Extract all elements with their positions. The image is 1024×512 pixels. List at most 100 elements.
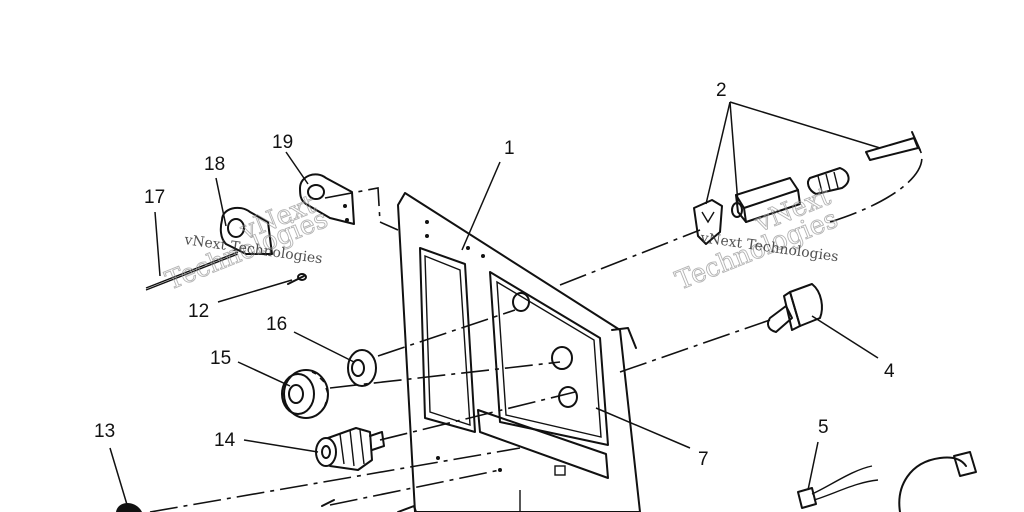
rod-line (145, 251, 239, 289)
leader-7 (595, 407, 691, 449)
panel-hole-middle (551, 346, 573, 370)
panel-cutout-right-inner (496, 280, 602, 438)
assembly-line-14 (379, 391, 576, 441)
panel-edge (397, 192, 406, 206)
nut-knurling (311, 371, 329, 417)
callout-18: 18 (204, 154, 225, 175)
harness-wire (811, 465, 873, 495)
callout-16: 16 (266, 314, 287, 335)
leader-14 (243, 439, 319, 453)
leader-18 (215, 177, 227, 227)
assembly-line-2b (829, 149, 923, 223)
bottom-screws (321, 499, 417, 512)
washer-part-16 (347, 349, 377, 387)
latch-housing-front (745, 189, 801, 223)
leader-2a (705, 101, 731, 205)
callout-15: 15 (210, 348, 231, 369)
bottom-screw-b (397, 505, 417, 512)
harness-plug (953, 451, 977, 477)
panel-rivet (466, 246, 470, 250)
assembly-lines (149, 149, 923, 512)
leader-13 (109, 447, 129, 509)
bottom-screw-a (321, 499, 335, 507)
leader-16 (293, 331, 355, 363)
panel-flange (611, 327, 637, 349)
latch-spring (807, 167, 850, 195)
leader-12 (217, 279, 293, 303)
panel-part-1 (397, 192, 641, 512)
fitting-terminal (369, 431, 385, 451)
bracket-plate (299, 173, 355, 225)
clamp-body (219, 206, 273, 255)
assembly-line-16 (377, 309, 516, 357)
knob-top (116, 503, 142, 512)
switch-body (789, 283, 823, 327)
panel-rivet (425, 234, 429, 238)
watermark-right: vNext Technologies vNext Technologies (671, 181, 843, 297)
callout-7: 7 (698, 449, 709, 470)
leader-2b (729, 101, 739, 205)
latch-pin-head (911, 131, 921, 151)
bracket-hole (307, 184, 325, 200)
fitting-part-14 (315, 427, 385, 471)
switch-bushing (783, 291, 801, 331)
leader-17 (154, 211, 161, 277)
latch-spring-coils (817, 171, 839, 193)
leader-2c (729, 101, 881, 149)
screw-shaft (287, 275, 305, 285)
callout-14: 14 (214, 430, 236, 451)
callout-2: 2 (716, 80, 727, 101)
harness-wire (813, 479, 879, 501)
callout-labels: 1 2 4 5 7 12 13 14 15 16 17 18 19 (94, 80, 895, 470)
bracket-rivet (345, 218, 349, 222)
rod-line (145, 253, 239, 291)
clamp-hole (227, 218, 245, 238)
panel-cutout-left-inner (424, 254, 471, 426)
latch-ring (731, 202, 743, 218)
panel-rivet (425, 220, 429, 224)
assembly-line-screw (329, 469, 501, 506)
callout-1: 1 (504, 138, 515, 159)
latch-catch-notch (701, 211, 715, 224)
nut-part-15 (281, 369, 329, 419)
bracket-part-19 (299, 173, 355, 225)
screw-part-12 (287, 273, 307, 285)
washer-outer (347, 349, 377, 387)
panel-hole-lower (558, 386, 578, 408)
screw-head (297, 273, 307, 281)
bracket-rivet (343, 204, 347, 208)
leader-lines (109, 101, 881, 509)
knob-part-13 (116, 503, 142, 512)
callout-12: 12 (188, 301, 209, 322)
latch-catch (693, 199, 723, 245)
panel-square-hole (554, 465, 566, 476)
nut-bore (288, 384, 304, 404)
fitting-face (315, 437, 337, 467)
callout-5: 5 (818, 417, 829, 438)
harness-connector (797, 487, 817, 509)
panel-hole-upper (512, 292, 530, 312)
clamp-part-18 (219, 206, 273, 255)
fitting-threads (339, 429, 365, 467)
leader-15 (237, 361, 291, 387)
callout-19: 19 (272, 132, 293, 153)
assembly-line-2 (559, 229, 701, 286)
assembly-line-13 (149, 447, 521, 512)
callout-4: 4 (884, 361, 895, 382)
assembly-line-15 (329, 361, 561, 389)
callout-17: 17 (144, 187, 165, 208)
rod-part-17 (145, 251, 239, 291)
assembly-line-19 (324, 187, 399, 231)
panel-rivet (481, 254, 485, 258)
leader-19 (285, 151, 309, 185)
switch-lever (767, 305, 793, 333)
latch-pin (865, 137, 919, 161)
panel-slot (477, 409, 609, 479)
panel-cutout-left (419, 247, 476, 433)
panel-rivet (436, 456, 440, 460)
latch-part-2 (693, 131, 921, 245)
callout-13: 13 (94, 421, 115, 442)
leader-5 (807, 441, 819, 491)
